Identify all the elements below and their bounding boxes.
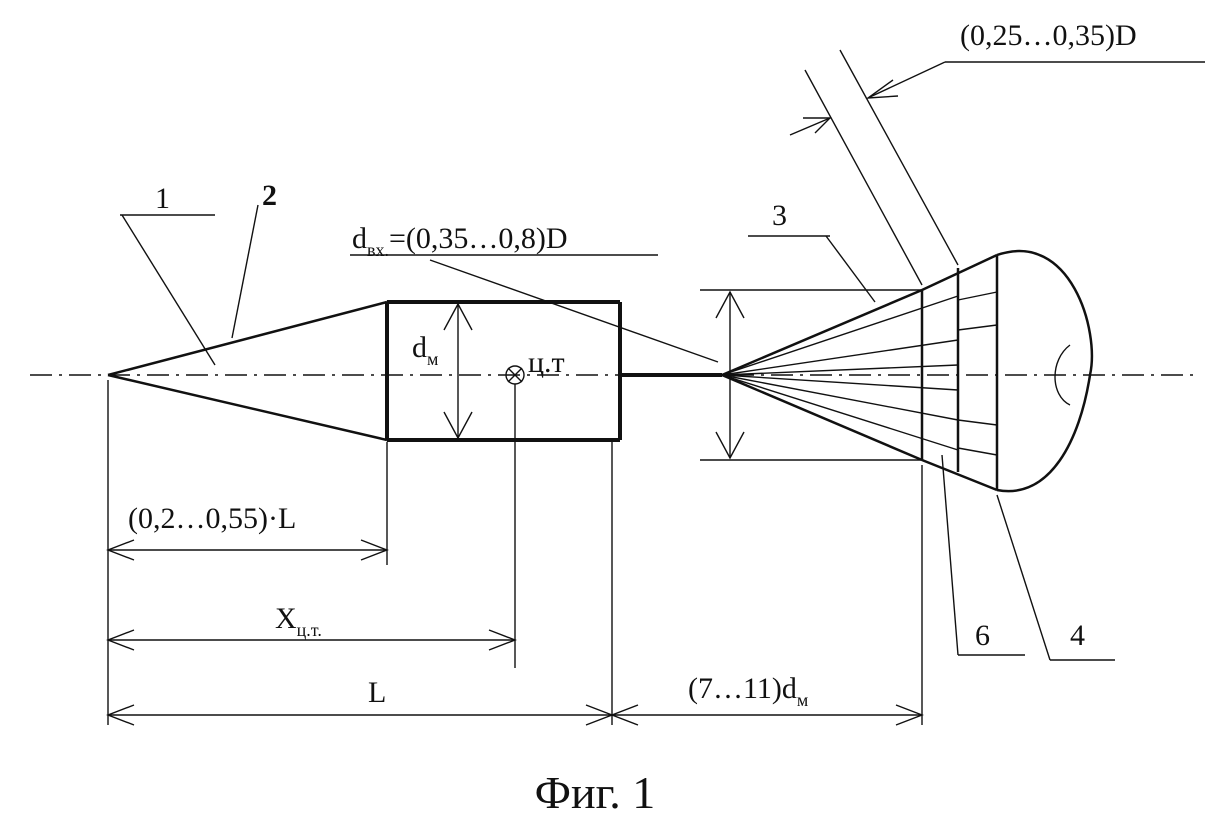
body-length-label: L: [368, 676, 386, 709]
canopy-thickness-label: (0,25…0,35)D: [960, 19, 1137, 52]
callout-3: 3: [772, 199, 787, 232]
canopy-thickness-dimension: [790, 50, 1205, 285]
cylinder-body: [387, 302, 620, 440]
callout-6: 6: [975, 619, 990, 652]
center-of-gravity-marker: [506, 366, 524, 668]
callout-2: 2: [262, 179, 277, 212]
nose-cone: [108, 302, 387, 440]
canopy-inlet-ring: [922, 255, 997, 490]
body-diameter-label: dм: [412, 331, 438, 369]
center-of-gravity-label: ц.т: [528, 346, 565, 379]
leader-lines: [120, 205, 1115, 660]
callout-4: 4: [1070, 619, 1085, 652]
nose-length-label: (0,2…0,55)·L: [128, 502, 296, 535]
parachute-canopy: [958, 251, 1092, 491]
diameter-dimension: [444, 304, 472, 438]
callout-1: 1: [155, 182, 170, 215]
sling-length-label: (7…11)dм: [688, 672, 808, 710]
inlet-diameter-label: dвх.=(0,35…0,8)D: [352, 222, 568, 260]
cg-position-label: Xц.т.: [275, 602, 322, 640]
figure-caption: Фиг. 1: [535, 767, 656, 818]
